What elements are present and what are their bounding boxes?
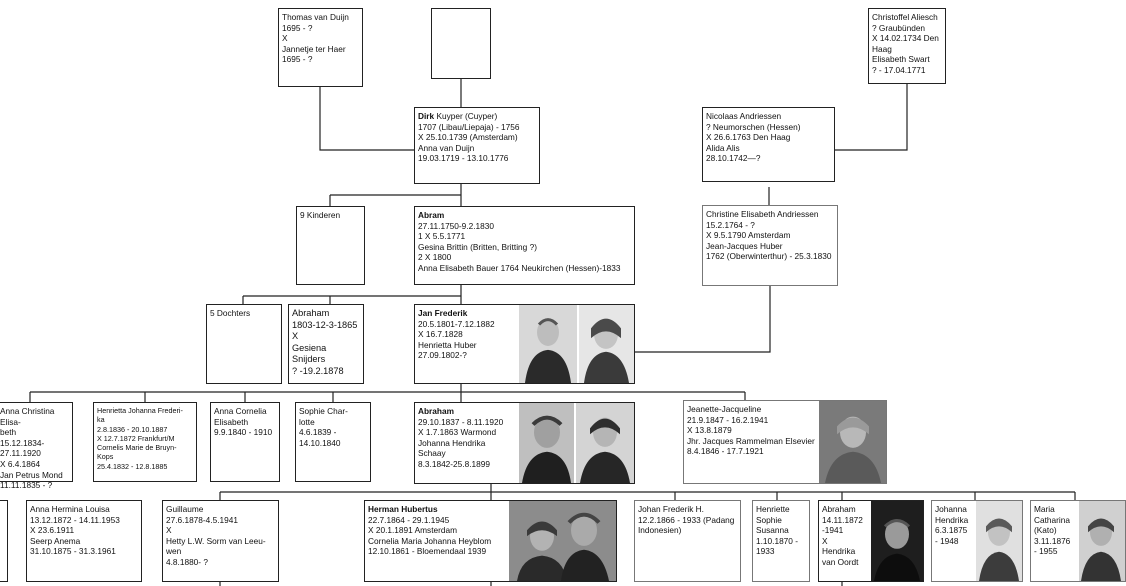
- person-box-thomas-van-duijn: Thomas van Duijn 1695 - ? X Jannetje ter…: [278, 8, 363, 87]
- person-text: Jan Frederik 20.5.1801-7.12.1882 X 16.7.…: [418, 308, 516, 361]
- person-box-anna-christina-elisabeth: Anna Christina Elisa- beth 15.12.1834- 2…: [0, 402, 73, 490]
- person-text: Christine Elisabeth Andriessen 15.2.1764…: [706, 209, 832, 262]
- person-box-abram: Abram 27.11.1750-9.2.1830 1 X 5.5.1771 G…: [414, 206, 635, 285]
- person-box-abraham-1803: Abraham 1803-12-3-1865 X Gesiena Snijder…: [288, 304, 364, 384]
- person-text: Anna Christina Elisa- beth 15.12.1834- 2…: [0, 406, 63, 491]
- person-box-herman-hubertus: Herman Hubertus 22.7.1864 - 29.1.1945 X …: [364, 500, 617, 582]
- person-text: Guillaume 27.6.1878-4.5.1941 X Hetty L.W…: [166, 504, 266, 567]
- person-text: Johanna Hendrika 6.3.1875 - 1948: [935, 504, 969, 546]
- person-box-5-dochters: 5 Dochters: [206, 304, 282, 384]
- person-box-partial-left: [0, 500, 8, 582]
- person-text: Maria Catharina (Kato) 3.11.1876 - 1955: [1034, 504, 1071, 557]
- portrait-photo-johanna-hendrika: [976, 501, 1022, 581]
- person-text: Abraham 1803-12-3-1865 X Gesiena Snijder…: [292, 308, 358, 376]
- person-details: Kuyper (Cuyper) 1707 (Libau/Liepaja) - 1…: [418, 111, 520, 164]
- person-text: Abraham 29.10.1837 - 8.11.1920 X 1.7.186…: [418, 406, 516, 470]
- person-text: Christoffel Aliesch ? Graubünden X 14.02…: [872, 12, 939, 75]
- person-box-anna-cornelia-elisabeth: Anna Cornelia Elisabeth 9.9.1840 - 1910: [210, 402, 280, 482]
- person-details: 29.10.1837 - 8.11.1920 X 1.7.1863 Warmon…: [418, 416, 504, 469]
- person-text: Abram 27.11.1750-9.2.1830 1 X 5.5.1771 G…: [418, 210, 631, 274]
- person-box-empty: [431, 8, 491, 79]
- person-box-dirk-kuyper: Dirk Kuyper (Cuyper) 1707 (Libau/Liepaja…: [414, 107, 540, 184]
- person-text: Herman Hubertus 22.7.1864 - 29.1.1945 X …: [368, 504, 504, 557]
- person-box-henrietta-johanna-frederika: Henrietta Johanna Frederi- ka 2.8.1836 -…: [93, 402, 197, 482]
- person-box-christoffel-aliesch: Christoffel Aliesch ? Graubünden X 14.02…: [868, 8, 946, 84]
- person-box-jeanette-jacqueline: Jeanette-Jacqueline 21.9.1847 - 16.2.194…: [683, 400, 887, 484]
- person-text: Thomas van Duijn 1695 - ? X Jannetje ter…: [282, 12, 349, 65]
- person-text: Abraham 14.11.1872 -1941 X Hendrika van …: [822, 504, 863, 567]
- portrait-photo-henrietta-huber: [579, 305, 634, 383]
- person-box-johan-frederik-h: Johan Frederik H. 12.2.1866 - 1933 (Pada…: [634, 500, 741, 582]
- person-name: Jan Frederik: [418, 308, 468, 318]
- person-details: 20.5.1801-7.12.1882 X 16.7.1828 Henriett…: [418, 318, 495, 361]
- person-text: Anna Cornelia Elisabeth 9.9.1840 - 1910: [214, 406, 273, 438]
- person-box-henriette-sophie-susanna: Henriette Sophie Susanna 1.10.1870 - 193…: [752, 500, 810, 582]
- person-text: 5 Dochters: [210, 308, 251, 318]
- person-box-jan-frederik: Jan Frederik 20.5.1801-7.12.1882 X 16.7.…: [414, 304, 635, 384]
- portrait-photo-jeanette-jacqueline: [819, 401, 886, 483]
- person-box-9-kinderen: 9 Kinderen: [296, 206, 365, 285]
- portrait-photo-abraham-1872: [871, 501, 923, 581]
- person-name: Abraham: [418, 406, 454, 416]
- person-details: 27.11.1750-9.2.1830 1 X 5.5.1771 Gesina …: [418, 220, 621, 273]
- person-box-abraham-1872: Abraham 14.11.1872 -1941 X Hendrika van …: [818, 500, 924, 582]
- person-name: Herman Hubertus: [368, 504, 438, 514]
- person-box-guillaume: Guillaume 27.6.1878-4.5.1941 X Hetty L.W…: [162, 500, 279, 582]
- person-box-sophie-charlotte: Sophie Char- lotte 4.6.1839 - 14.10.1840: [295, 402, 371, 482]
- portrait-photo-maria-catharina: [1079, 501, 1125, 581]
- portrait-photo-johanna-hendrika-schaay: [576, 403, 634, 483]
- portrait-photo-jan-frederik: [519, 305, 577, 383]
- person-box-johanna-hendrika: Johanna Hendrika 6.3.1875 - 1948: [931, 500, 1023, 582]
- portrait-photo-herman-hubertus: [509, 501, 616, 581]
- person-name: Abram: [418, 210, 445, 220]
- person-box-maria-catharina: Maria Catharina (Kato) 3.11.1876 - 1955: [1030, 500, 1126, 582]
- person-box-anna-hermina-louisa: Anna Hermina Louisa 13.12.1872 - 14.11.1…: [26, 500, 142, 582]
- person-name: Dirk: [418, 111, 435, 121]
- person-text: 9 Kinderen: [300, 210, 341, 220]
- person-text: Sophie Char- lotte 4.6.1839 - 14.10.1840: [299, 406, 348, 448]
- person-text: Johan Frederik H. 12.2.1866 - 1933 (Pada…: [638, 504, 735, 536]
- person-box-abraham-1837: Abraham 29.10.1837 - 8.11.1920 X 1.7.186…: [414, 402, 635, 484]
- person-text: Dirk Kuyper (Cuyper) 1707 (Libau/Liepaja…: [418, 111, 536, 164]
- person-text: Anna Hermina Louisa 13.12.1872 - 14.11.1…: [30, 504, 120, 557]
- person-box-christine-elisabeth-andriessen: Christine Elisabeth Andriessen 15.2.1764…: [702, 205, 838, 286]
- person-details: 22.7.1864 - 29.1.1945 X 20.1.1891 Amster…: [368, 514, 492, 557]
- person-text: Henrietta Johanna Frederi- ka 2.8.1836 -…: [97, 406, 183, 471]
- person-box-nicolaas-andriessen: Nicolaas Andriessen ? Neumorschen (Hesse…: [702, 107, 835, 182]
- person-text: Nicolaas Andriessen ? Neumorschen (Hesse…: [706, 111, 801, 164]
- portrait-photo-abraham-1837: [519, 403, 574, 483]
- person-text: Henriette Sophie Susanna 1.10.1870 - 193…: [756, 504, 798, 557]
- person-text: Jeanette-Jacqueline 21.9.1847 - 16.2.194…: [687, 404, 815, 457]
